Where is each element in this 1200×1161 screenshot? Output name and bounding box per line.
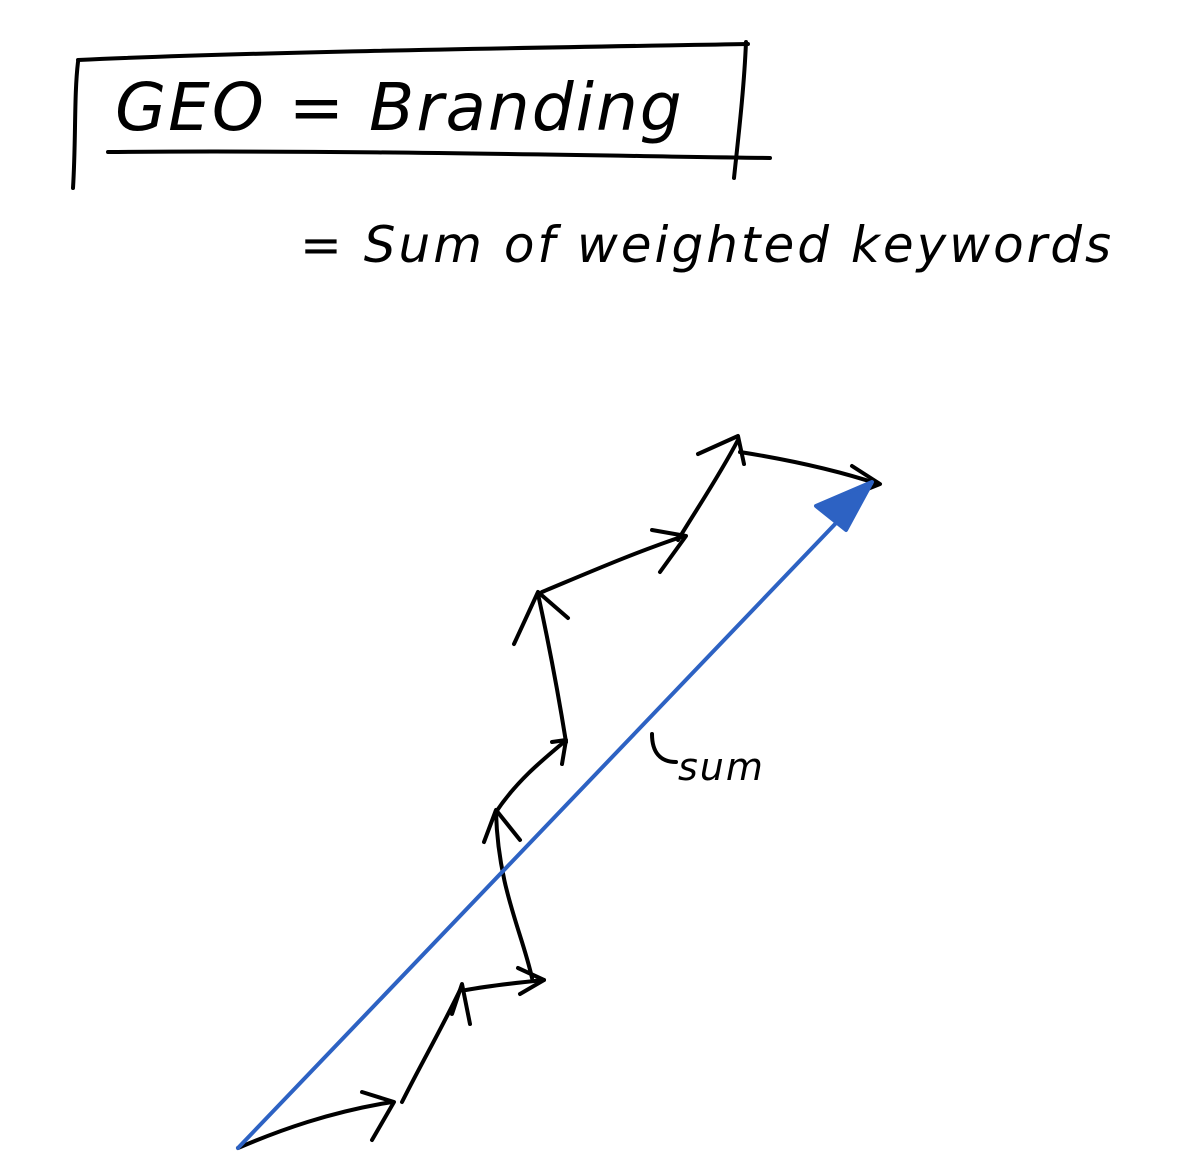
boxed-equation: GEO = Branding	[115, 69, 684, 146]
keyword-vector-1	[236, 1100, 394, 1150]
keyword-vector-1-head	[360, 1090, 396, 1142]
sum-label-pointer	[650, 732, 678, 764]
keyword-vector-6	[536, 592, 568, 744]
keyword-vector-3-head	[516, 966, 546, 996]
sum-label: sum	[678, 745, 765, 789]
keyword-vector-chain	[236, 434, 882, 1150]
keyword-vector-8	[676, 438, 740, 542]
keyword-vector-2	[400, 984, 464, 1104]
keyword-vector-6-head	[512, 590, 570, 646]
keyword-vector-7-head	[650, 528, 688, 574]
equation-continuation: = Sum of weighted keywords	[300, 216, 1114, 274]
keyword-vector-9	[738, 450, 880, 486]
keyword-vector-3	[464, 978, 546, 992]
sum-vector-arrowhead	[814, 480, 874, 532]
keyword-vector-8-head	[696, 434, 746, 466]
keyword-vector-7	[540, 534, 686, 594]
sum-vector	[236, 480, 874, 1150]
keyword-vector-5	[494, 740, 566, 814]
equation-box	[71, 40, 772, 190]
keyword-vector-4-head	[482, 808, 522, 844]
keyword-vector-4	[494, 810, 534, 980]
keyword-vector-2-head	[450, 982, 472, 1026]
